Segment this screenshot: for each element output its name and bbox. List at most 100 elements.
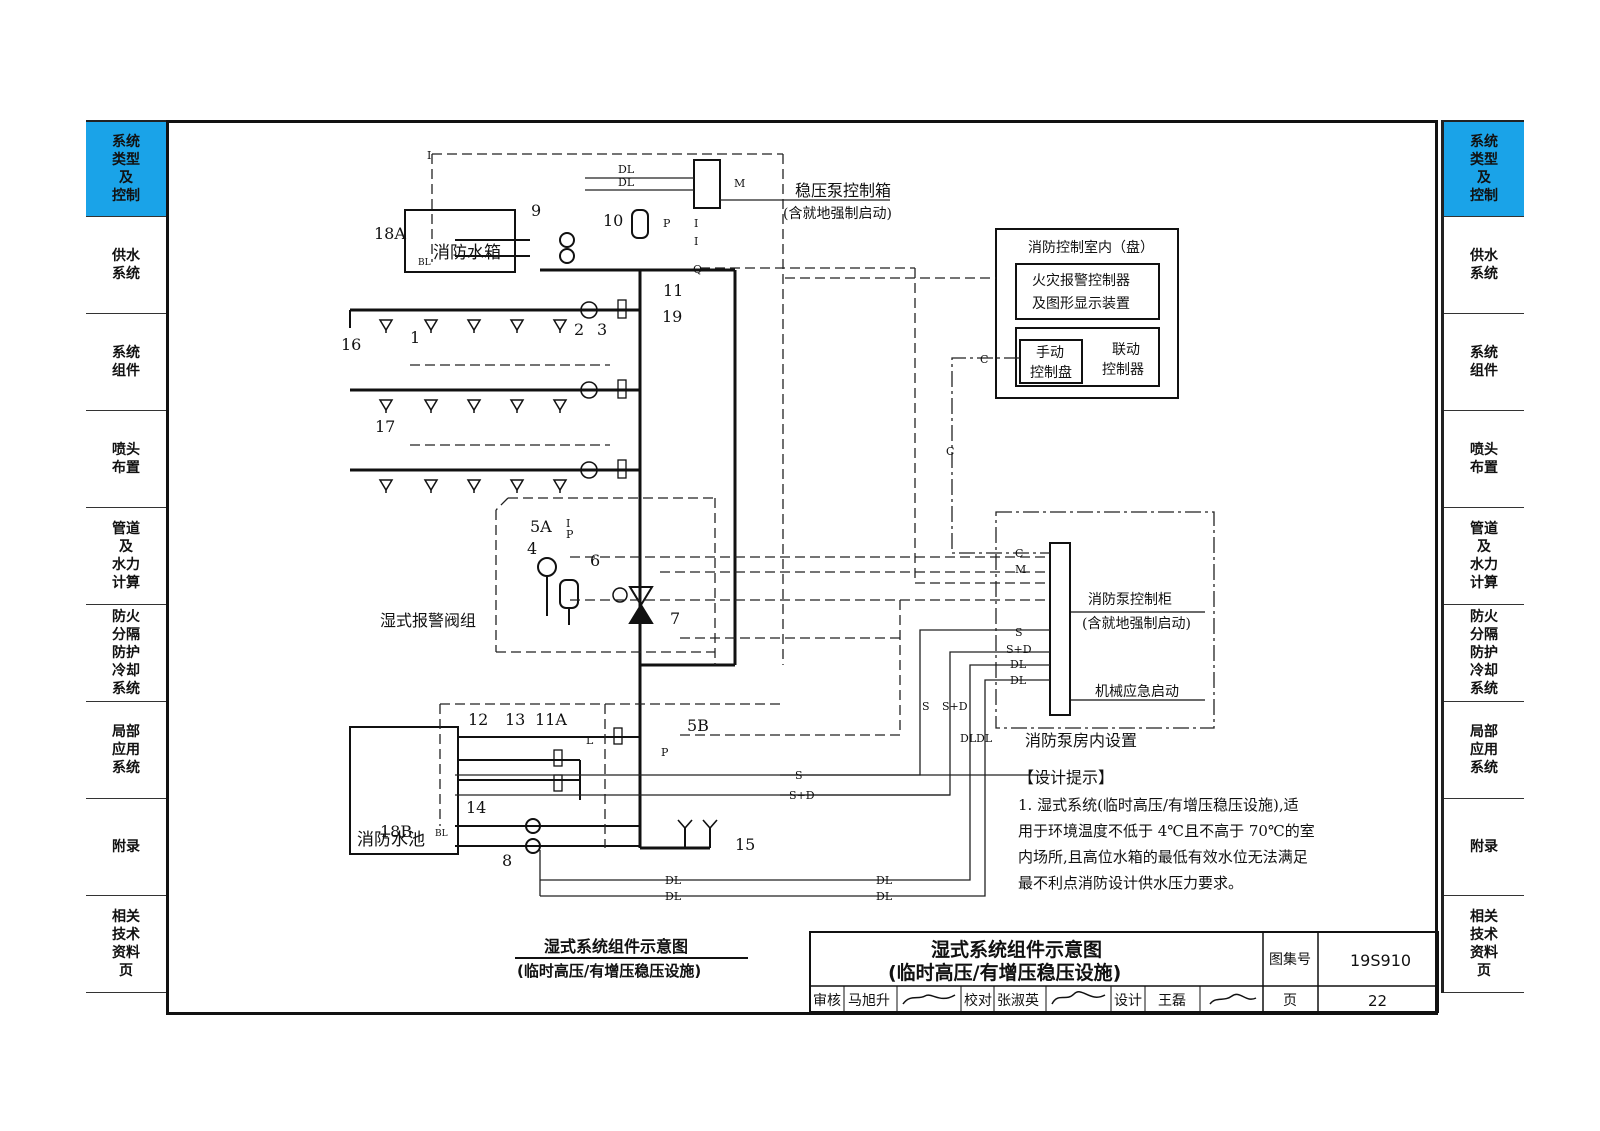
design-label: 设计 bbox=[1114, 993, 1142, 1009]
svg-text:I: I bbox=[427, 149, 431, 162]
alarm-valve-group-label: 湿式报警阀组 bbox=[380, 611, 476, 630]
right-nav: 系统 类型 及 控制 供水 系统 系统 组件 喷头 布置 管道 及 水力 计算 … bbox=[1441, 120, 1524, 993]
svg-text:DL: DL bbox=[976, 732, 993, 745]
svg-text:DL: DL bbox=[1010, 658, 1027, 671]
pump-room-label: 消防泵房内设置 bbox=[1025, 731, 1137, 750]
notes-line-1: 1. 湿式系统(临时高压/有增压稳压设施),适 bbox=[1018, 796, 1299, 814]
svg-text:S: S bbox=[1015, 626, 1023, 639]
label-14: 14 bbox=[466, 798, 486, 817]
label-2: 2 bbox=[574, 320, 584, 339]
label-8: 8 bbox=[502, 851, 512, 870]
label-5a: 5A bbox=[530, 517, 552, 536]
label-15: 15 bbox=[735, 835, 755, 854]
check-label: 校对 bbox=[964, 992, 992, 1009]
svg-text:S: S bbox=[922, 700, 930, 713]
svg-text:DL: DL bbox=[876, 874, 893, 887]
svg-text:S+D: S+D bbox=[942, 700, 968, 713]
svg-text:BL: BL bbox=[418, 258, 431, 268]
signal-tags: DL DL M P I I Q C C C M S S+D DL DL S S+… bbox=[418, 149, 1032, 903]
nav-tab-piping-right[interactable]: 管道 及 水力 计算 bbox=[1444, 508, 1524, 605]
label-18a: 18A bbox=[374, 224, 406, 243]
label-17: 17 bbox=[375, 417, 395, 436]
design-notes: 【设计提示】 1. 湿式系统(临时高压/有增压稳压设施),适 用于环境温度不低于… bbox=[1018, 768, 1315, 892]
designer-signature bbox=[1209, 993, 1257, 1005]
pump-cabinet-note: (含就地强制启动) bbox=[1082, 616, 1191, 632]
control-room-label: 消防控制室内（盘） bbox=[1028, 239, 1154, 256]
fire-alarm-line1: 火灾报警控制器 bbox=[1032, 272, 1130, 289]
svg-text:M: M bbox=[1015, 563, 1026, 576]
designer-name: 王磊 bbox=[1158, 993, 1186, 1009]
nav-tab-related[interactable]: 相关 技术 资料 页 bbox=[86, 896, 166, 993]
nav-tab-fire-separation[interactable]: 防火 分隔 防护 冷却 系统 bbox=[86, 605, 166, 702]
title-block-title: 湿式系统组件示意图 bbox=[931, 938, 1102, 961]
review-label: 审核 bbox=[813, 993, 841, 1009]
svg-text:DL: DL bbox=[876, 890, 893, 903]
nav-tab-system-types[interactable]: 系统 类型 及 控制 bbox=[86, 120, 166, 217]
label-16: 16 bbox=[341, 335, 361, 354]
atlas-label: 图集号 bbox=[1269, 951, 1311, 968]
pool-label: 消防水池 bbox=[357, 830, 425, 850]
label-18b: 18B bbox=[380, 822, 412, 841]
svg-text:C: C bbox=[946, 445, 954, 458]
nav-tab-components-right[interactable]: 系统 组件 bbox=[1444, 314, 1524, 411]
label-11: 11 bbox=[663, 281, 683, 300]
drawing-frame bbox=[166, 120, 1438, 1015]
svg-text:S+D: S+D bbox=[789, 789, 815, 802]
svg-text:P: P bbox=[663, 217, 671, 230]
label-13: 13 bbox=[505, 710, 525, 729]
title-block-subtitle: (临时高压/有增压稳压设施) bbox=[888, 961, 1121, 984]
label-3: 3 bbox=[597, 320, 607, 339]
svg-text:Q: Q bbox=[693, 263, 702, 276]
svg-text:S+D: S+D bbox=[1006, 643, 1032, 656]
notes-line-2: 用于环境温度不低于 4℃且不高于 70℃的室 bbox=[1018, 822, 1315, 840]
nav-tab-sprinkler-layout[interactable]: 喷头 布置 bbox=[86, 411, 166, 508]
nav-tab-related-right[interactable]: 相关 技术 资料 页 bbox=[1444, 896, 1524, 993]
svg-text:M: M bbox=[734, 177, 745, 190]
mech-start-label: 机械应急启动 bbox=[1095, 683, 1179, 700]
svg-text:DL: DL bbox=[1010, 674, 1027, 687]
svg-text:I: I bbox=[694, 217, 698, 230]
nav-tab-fire-separation-right[interactable]: 防火 分隔 防护 冷却 系统 bbox=[1444, 605, 1524, 702]
caption-title: 湿式系统组件示意图 bbox=[543, 937, 688, 956]
atlas-number: 19S910 bbox=[1350, 951, 1411, 970]
caption-subtitle: (临时高压/有增压稳压设施) bbox=[517, 962, 701, 980]
svg-text:S: S bbox=[795, 769, 803, 782]
label-12: 12 bbox=[468, 710, 488, 729]
reviewer-signature bbox=[902, 994, 956, 1005]
manual-panel-line1: 手动 bbox=[1036, 345, 1064, 361]
fire-alarm-line2: 及图形显示装置 bbox=[1032, 296, 1130, 312]
nav-tab-components[interactable]: 系统 组件 bbox=[86, 314, 166, 411]
nav-tab-sprinkler-layout-right[interactable]: 喷头 布置 bbox=[1444, 411, 1524, 508]
label-7: 7 bbox=[670, 609, 680, 628]
label-10: 10 bbox=[603, 211, 623, 230]
linkage-line1: 联动 bbox=[1112, 342, 1140, 358]
nav-tab-local-application-right[interactable]: 局部 应用 系统 bbox=[1444, 702, 1524, 799]
svg-text:BL: BL bbox=[435, 829, 448, 839]
svg-text:I: I bbox=[694, 235, 698, 248]
label-11a: 11A bbox=[535, 710, 567, 729]
label-5b: 5B bbox=[687, 716, 709, 735]
nav-tab-system-types-right[interactable]: 系统 类型 及 控制 bbox=[1444, 120, 1524, 217]
jockey-box-note: (含就地强制启动) bbox=[783, 206, 892, 222]
notes-heading: 【设计提示】 bbox=[1018, 768, 1114, 787]
nav-tab-piping[interactable]: 管道 及 水力 计算 bbox=[86, 508, 166, 605]
svg-text:DL: DL bbox=[618, 176, 635, 189]
notes-line-4: 最不利点消防设计供水压力要求。 bbox=[1018, 874, 1243, 892]
diagram-labels: 消防水箱 消防水池 稳压泵控制箱 (含就地强制启动) 消防控制室内（盘） 火灾报… bbox=[341, 181, 1191, 870]
pump-cabinet-label: 消防泵控制柜 bbox=[1088, 592, 1172, 608]
page-label: 页 bbox=[1283, 993, 1297, 1009]
svg-text:C: C bbox=[980, 353, 988, 366]
svg-text:DL: DL bbox=[960, 732, 977, 745]
nav-tab-appendix[interactable]: 附录 bbox=[86, 799, 166, 896]
nav-tab-appendix-right[interactable]: 附录 bbox=[1444, 799, 1524, 896]
reviewer-name: 马旭升 bbox=[848, 993, 890, 1009]
left-nav: 系统 类型 及 控制 供水 系统 系统 组件 喷头 布置 管道 及 水力 计算 … bbox=[86, 120, 169, 993]
tank-label: 消防水箱 bbox=[433, 243, 501, 263]
nav-tab-local-application[interactable]: 局部 应用 系统 bbox=[86, 702, 166, 799]
svg-text:DL: DL bbox=[618, 163, 635, 176]
drawing-caption: 湿式系统组件示意图 (临时高压/有增压稳压设施) bbox=[515, 937, 748, 980]
nav-tab-water-supply-right[interactable]: 供水 系统 bbox=[1444, 217, 1524, 314]
nav-tab-water-supply[interactable]: 供水 系统 bbox=[86, 217, 166, 314]
label-9: 9 bbox=[531, 201, 541, 220]
